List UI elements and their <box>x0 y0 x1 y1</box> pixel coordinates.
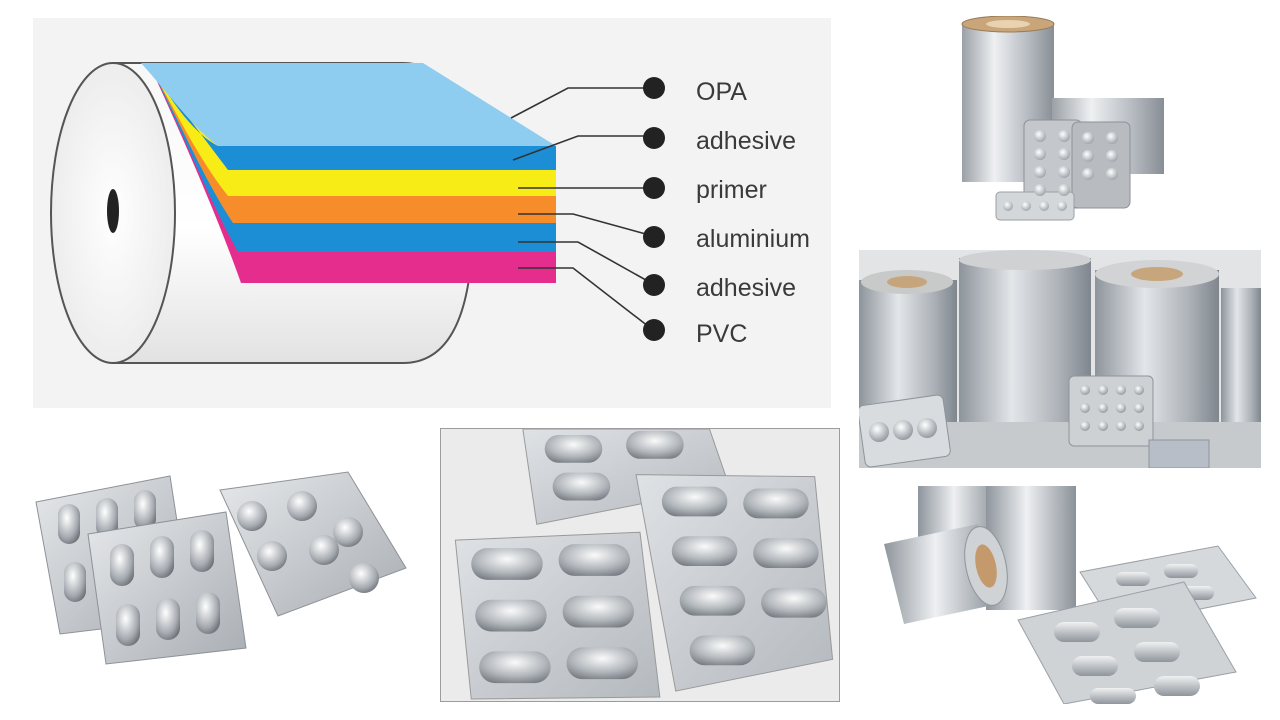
bullet-pvc <box>643 319 665 341</box>
layer-label-adhesive-2: adhesive <box>696 274 796 302</box>
layer-stack <box>141 63 556 283</box>
layer-label-opa: OPA <box>696 78 747 106</box>
layer-label-aluminium: aluminium <box>696 225 810 253</box>
leader-line-opa <box>510 87 653 119</box>
bullet-opa <box>643 77 665 99</box>
layer-label-primer: primer <box>696 176 767 204</box>
bullet-aluminium <box>643 226 665 248</box>
leader-line-adhesive-2 <box>518 241 654 285</box>
foil-rolls-photo <box>859 250 1261 468</box>
layer-label-pvc: PVC <box>696 320 747 348</box>
roll-core-hole <box>107 189 119 233</box>
leader-lines <box>510 87 654 331</box>
capsule-blister-strips-photo <box>440 428 840 702</box>
leader-line-adhesive-1 <box>512 135 653 161</box>
laminate-layer-diagram: OPA adhesive primer aluminium adhesive P… <box>33 18 831 408</box>
foil-roll-blister-photo <box>952 16 1177 224</box>
layer-sheet-opa <box>141 63 556 146</box>
layer-label-adhesive-1: adhesive <box>696 127 796 155</box>
laminate-diagram-svg: OPA adhesive primer aluminium adhesive P… <box>50 62 810 364</box>
bullet-primer <box>643 177 665 199</box>
bullet-adhesive-2 <box>643 274 665 296</box>
leader-line-aluminium <box>518 213 654 237</box>
foil-roll-capsule-blister-photo <box>868 486 1260 704</box>
leader-line-pvc <box>518 267 654 331</box>
blister-cards-photo <box>30 438 410 670</box>
layer-bullets <box>643 77 665 341</box>
bullet-adhesive-1 <box>643 127 665 149</box>
